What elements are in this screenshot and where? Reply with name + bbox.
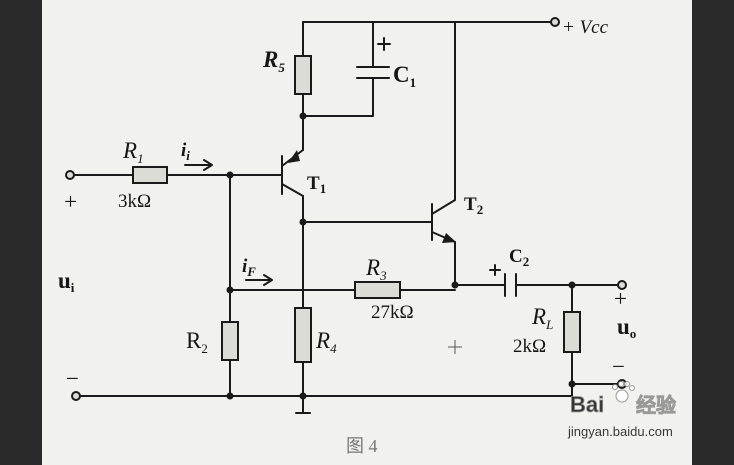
- ground-rail: [75, 383, 619, 397]
- rl-resistor: [563, 311, 581, 353]
- uo-label: uo: [617, 314, 636, 341]
- r4-label: R4: [315, 328, 337, 356]
- r1-resistor: [132, 166, 168, 184]
- baidu-watermark: Bai 经验 jingyan.baidu.com: [567, 381, 676, 439]
- input-plus-sign: +: [64, 189, 77, 214]
- output-plus-sign: +: [614, 286, 627, 311]
- r5-label: R5: [262, 47, 285, 75]
- if-label: iF: [242, 256, 256, 279]
- c1-branch: [302, 21, 374, 117]
- if-current-arrow: [245, 274, 273, 286]
- ii-current-arrow: [184, 159, 213, 171]
- vcc-label: + Vcc: [562, 17, 609, 38]
- r1-label: R1: [122, 138, 144, 166]
- c2-polarity-plus: [489, 264, 501, 276]
- c1-label: C1: [393, 62, 416, 90]
- t2-emitter-arrow: [442, 233, 456, 243]
- r3-resistor: [354, 281, 401, 299]
- c2-label: C2: [509, 246, 529, 269]
- watermark-brand-bai: Bai: [570, 392, 604, 417]
- paw-icon: [612, 381, 635, 403]
- watermark-brand-jingyan: 经验: [636, 393, 676, 417]
- input-terminal-bottom: [71, 391, 81, 401]
- watermark-url: jingyan.baidu.com: [567, 424, 673, 439]
- ui-label: ui: [58, 268, 75, 295]
- rl-value: 2kΩ: [513, 336, 546, 357]
- input-terminal-top: [65, 170, 75, 180]
- t1-emitter: [281, 183, 304, 197]
- c1-polarity-plus: [377, 37, 391, 51]
- t2-collector: [431, 199, 456, 215]
- r1-value: 3kΩ: [118, 191, 151, 212]
- t1-label: T1: [307, 173, 326, 196]
- t2-transistor: [431, 199, 456, 243]
- r5-resistor: [294, 55, 312, 95]
- t1-emitter-arrow: [288, 150, 300, 163]
- junctions: [226, 112, 576, 400]
- r4-resistor: [294, 307, 312, 363]
- figure-caption: 图 4: [346, 436, 378, 456]
- r2-label: R2: [186, 328, 208, 356]
- t2-label: T2: [464, 194, 483, 217]
- input-minus-sign: −: [66, 366, 79, 391]
- output-minus-sign: −: [612, 354, 625, 379]
- vcc-terminal: [550, 17, 560, 27]
- photo-left-border: [0, 0, 42, 465]
- crosshair-mark: [448, 340, 462, 354]
- r2-resistor: [221, 321, 239, 361]
- r3-value: 27kΩ: [371, 302, 414, 323]
- ii-label: ii: [181, 140, 190, 163]
- r3-label: R3: [365, 255, 387, 283]
- t1-transistor: [281, 149, 304, 197]
- rl-label: RL: [531, 304, 553, 332]
- output-terminal-top: [617, 280, 627, 290]
- c2-capacitor: [489, 264, 517, 297]
- c1-capacitor: [356, 37, 391, 79]
- photo-right-border: [692, 0, 734, 465]
